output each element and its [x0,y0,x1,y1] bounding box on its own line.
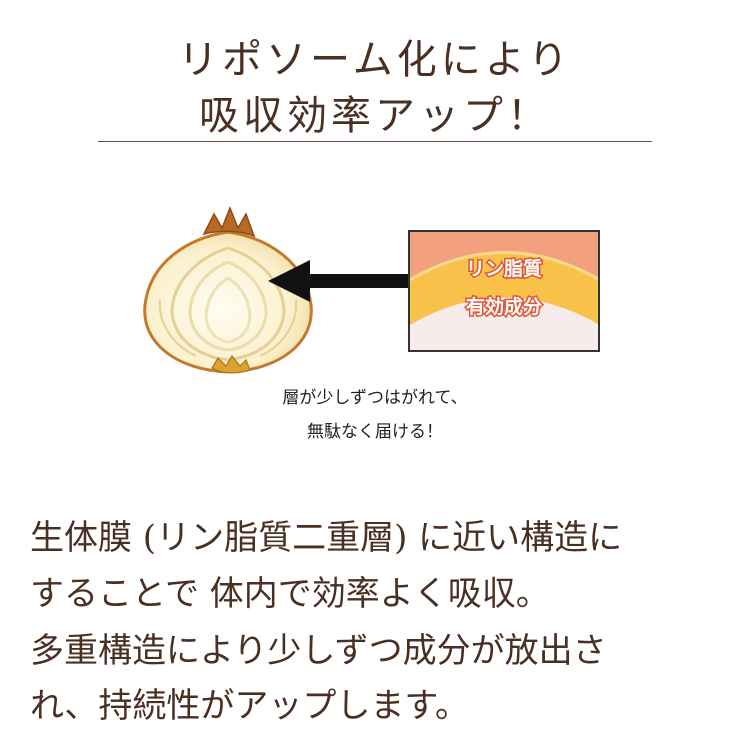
body-text-line1: 生体膜 (リン脂質二重層) に近い構造に [30,518,623,558]
page-title-line1: リポソーム化により [178,37,572,83]
onion-icon [143,205,313,374]
layer-outer-label: リン脂質 [466,257,542,280]
title-divider [98,141,652,142]
arrow-left-icon [268,260,410,302]
diagram-caption-line1: 層が少しずつはがれて、 [282,388,468,408]
body-text-line3: 多重構造により少しずつ成分が放出さ [30,631,607,671]
body-text-line2: することで 体内で効率よく吸収。 [30,574,550,614]
liposome-layer-box: リン脂質 有効成分 [408,230,600,352]
diagram-caption-line2: 無駄なく届ける！ [307,422,443,442]
page-title-line2: 吸収効率アップ！ [199,93,551,139]
body-text-line4: れ、持続性がアップします。 [30,686,469,726]
layer-inner-label: 有効成分 [466,295,542,318]
